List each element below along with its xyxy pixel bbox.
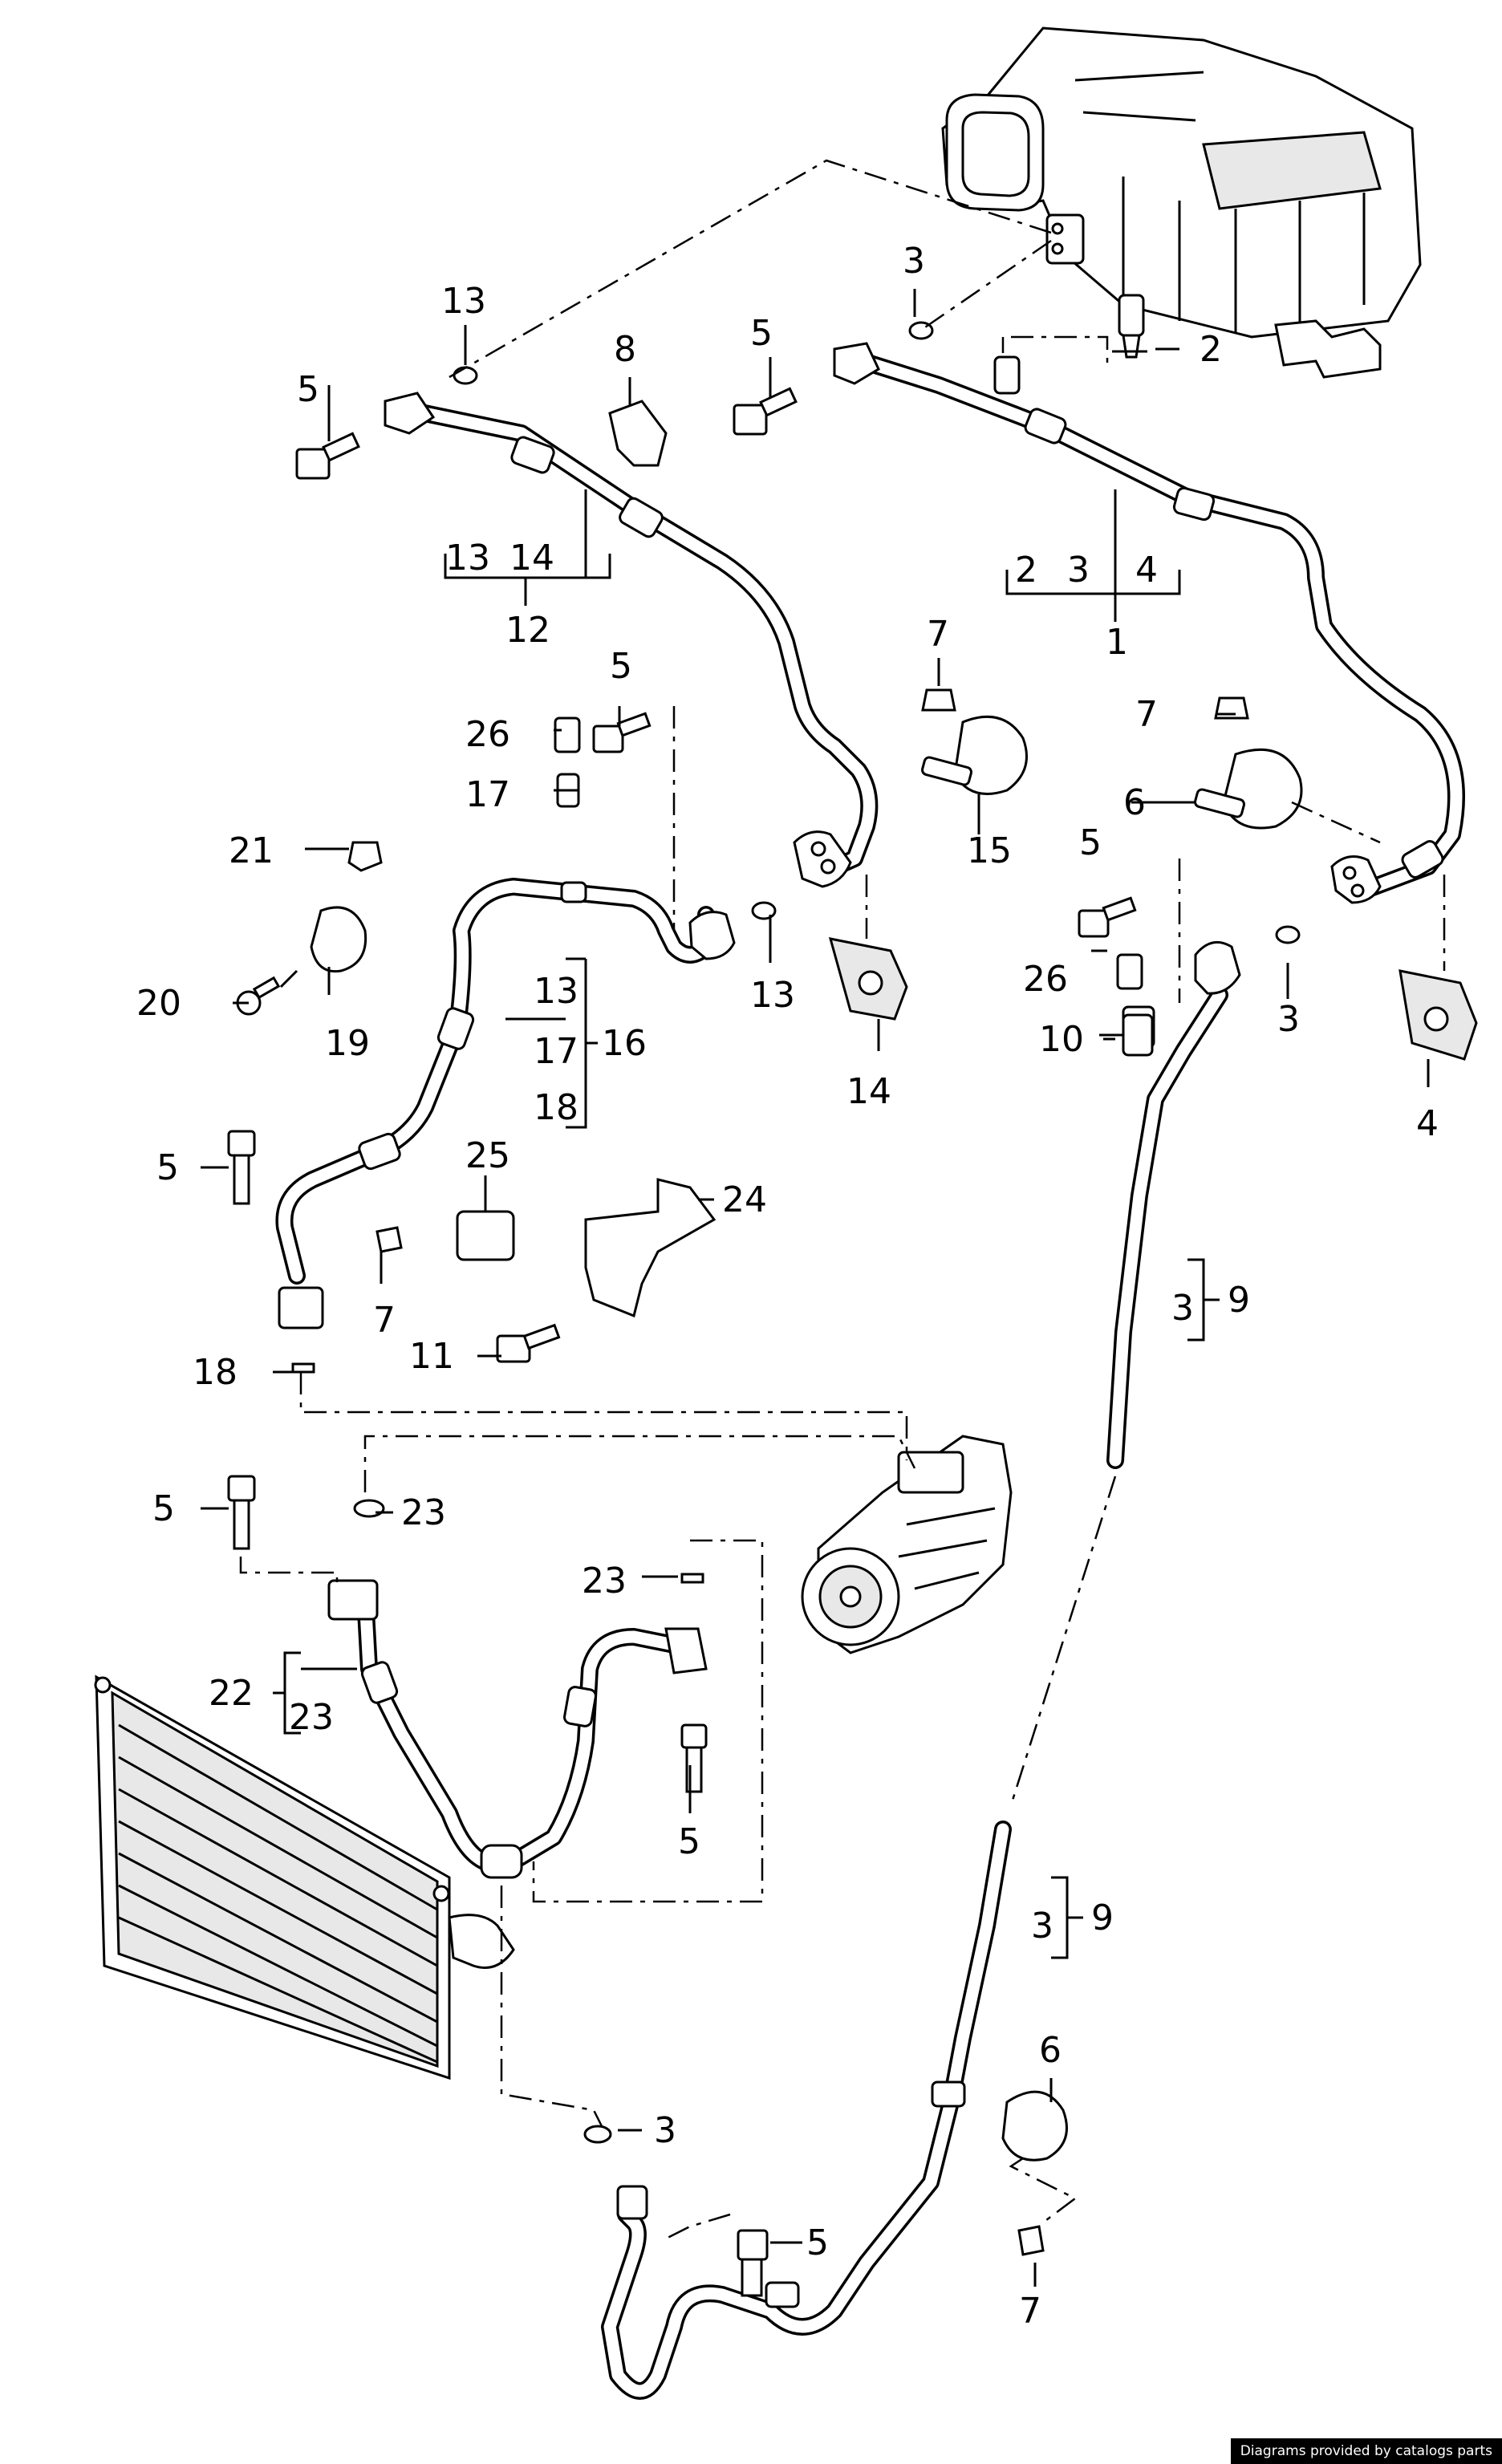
label-16: 16 [602, 1023, 647, 1064]
cap-26[interactable] [554, 716, 1143, 990]
plug-21[interactable] [347, 841, 383, 872]
label-4: 4 [1135, 550, 1158, 591]
label-5: 5 [156, 1147, 179, 1188]
label-9: 9 [1091, 1898, 1114, 1938]
hose-line-9[interactable] [601, 940, 1241, 2400]
label-25: 25 [465, 1135, 510, 1176]
clamp-15[interactable] [921, 715, 1028, 795]
label-5: 5 [1079, 822, 1102, 863]
label-5: 5 [152, 1488, 175, 1529]
label-13: 13 [441, 281, 486, 322]
label-7: 7 [927, 614, 949, 655]
label-1: 1 [1106, 622, 1128, 663]
clamp-6-upper[interactable] [1194, 748, 1303, 830]
condenser[interactable] [94, 1674, 515, 2080]
label-21: 21 [229, 830, 274, 871]
label-9: 9 [1228, 1280, 1250, 1321]
label-20: 20 [136, 983, 181, 1024]
label-6: 6 [1123, 782, 1146, 823]
label-3: 3 [903, 241, 925, 282]
label-14: 14 [846, 1071, 891, 1112]
label-17: 17 [465, 774, 510, 815]
label-18: 18 [534, 1087, 578, 1128]
label-18: 18 [193, 1352, 237, 1393]
label-5: 5 [806, 2222, 829, 2263]
label-13: 13 [445, 538, 490, 578]
callout-labels: 2 3 13 8 5 5 13 14 12 2 3 4 1 7 5 26 17 … [136, 241, 1439, 2332]
clamp-6-lower[interactable] [1001, 2090, 1068, 2162]
label-15: 15 [967, 830, 1012, 871]
label-7: 7 [1135, 694, 1158, 735]
label-8: 8 [614, 329, 636, 370]
bracket-24[interactable] [584, 1178, 716, 1318]
label-3: 3 [1031, 1906, 1053, 1946]
bolt-5[interactable] [227, 387, 1137, 2297]
label-7: 7 [1019, 2291, 1041, 2332]
label-14: 14 [509, 538, 554, 578]
label-4: 4 [1416, 1103, 1439, 1144]
hose-line-12[interactable] [384, 392, 879, 888]
clip-19[interactable] [310, 906, 367, 973]
bracket-14[interactable] [828, 937, 908, 1021]
connection-lines [239, 159, 1446, 2240]
label-5: 5 [678, 1821, 700, 1862]
hose-line-22[interactable] [327, 1579, 708, 1879]
label-22: 22 [209, 1673, 254, 1714]
label-19: 19 [325, 1023, 370, 1064]
label-11: 11 [409, 1336, 454, 1377]
pressure-switch[interactable] [1118, 294, 1145, 359]
label-5: 5 [610, 646, 632, 687]
label-3: 3 [1277, 999, 1300, 1040]
bracket-4[interactable] [1398, 969, 1478, 1061]
valve-10[interactable] [1122, 1013, 1154, 1057]
label-3: 3 [1067, 550, 1090, 591]
hose-line-1[interactable] [833, 342, 1465, 904]
diagram-credit: Diagrams provided by catalogs parts [1230, 2438, 1502, 2464]
label-17: 17 [534, 1031, 578, 1072]
label-5: 5 [750, 313, 773, 354]
o-rings[interactable] [291, 321, 1301, 2144]
evaporator-housing[interactable] [941, 26, 1422, 379]
label-26: 26 [1023, 959, 1068, 1000]
label-23: 23 [401, 1492, 446, 1533]
label-5: 5 [297, 369, 319, 410]
leader-lines [201, 289, 1430, 2287]
bracket-8[interactable] [608, 400, 668, 467]
hose-line-16[interactable] [275, 878, 736, 1329]
label-10: 10 [1039, 1019, 1084, 1060]
label-6: 6 [1039, 2030, 1062, 2071]
label-2: 2 [1015, 550, 1037, 591]
label-12: 12 [505, 610, 550, 651]
label-13: 13 [750, 975, 795, 1016]
compressor[interactable] [801, 1435, 1013, 1654]
label-7: 7 [373, 1300, 396, 1341]
label-2: 2 [1200, 329, 1222, 370]
label-23: 23 [289, 1697, 334, 1738]
grommet-25[interactable] [456, 1210, 515, 1261]
label-26: 26 [465, 714, 510, 755]
label-3: 3 [1171, 1288, 1194, 1329]
nut-7[interactable] [376, 688, 1249, 2256]
label-3: 3 [654, 2110, 676, 2151]
label-13: 13 [534, 971, 578, 1012]
label-24: 24 [722, 1179, 767, 1220]
screw-20[interactable] [236, 976, 281, 1016]
label-23: 23 [582, 1561, 627, 1601]
